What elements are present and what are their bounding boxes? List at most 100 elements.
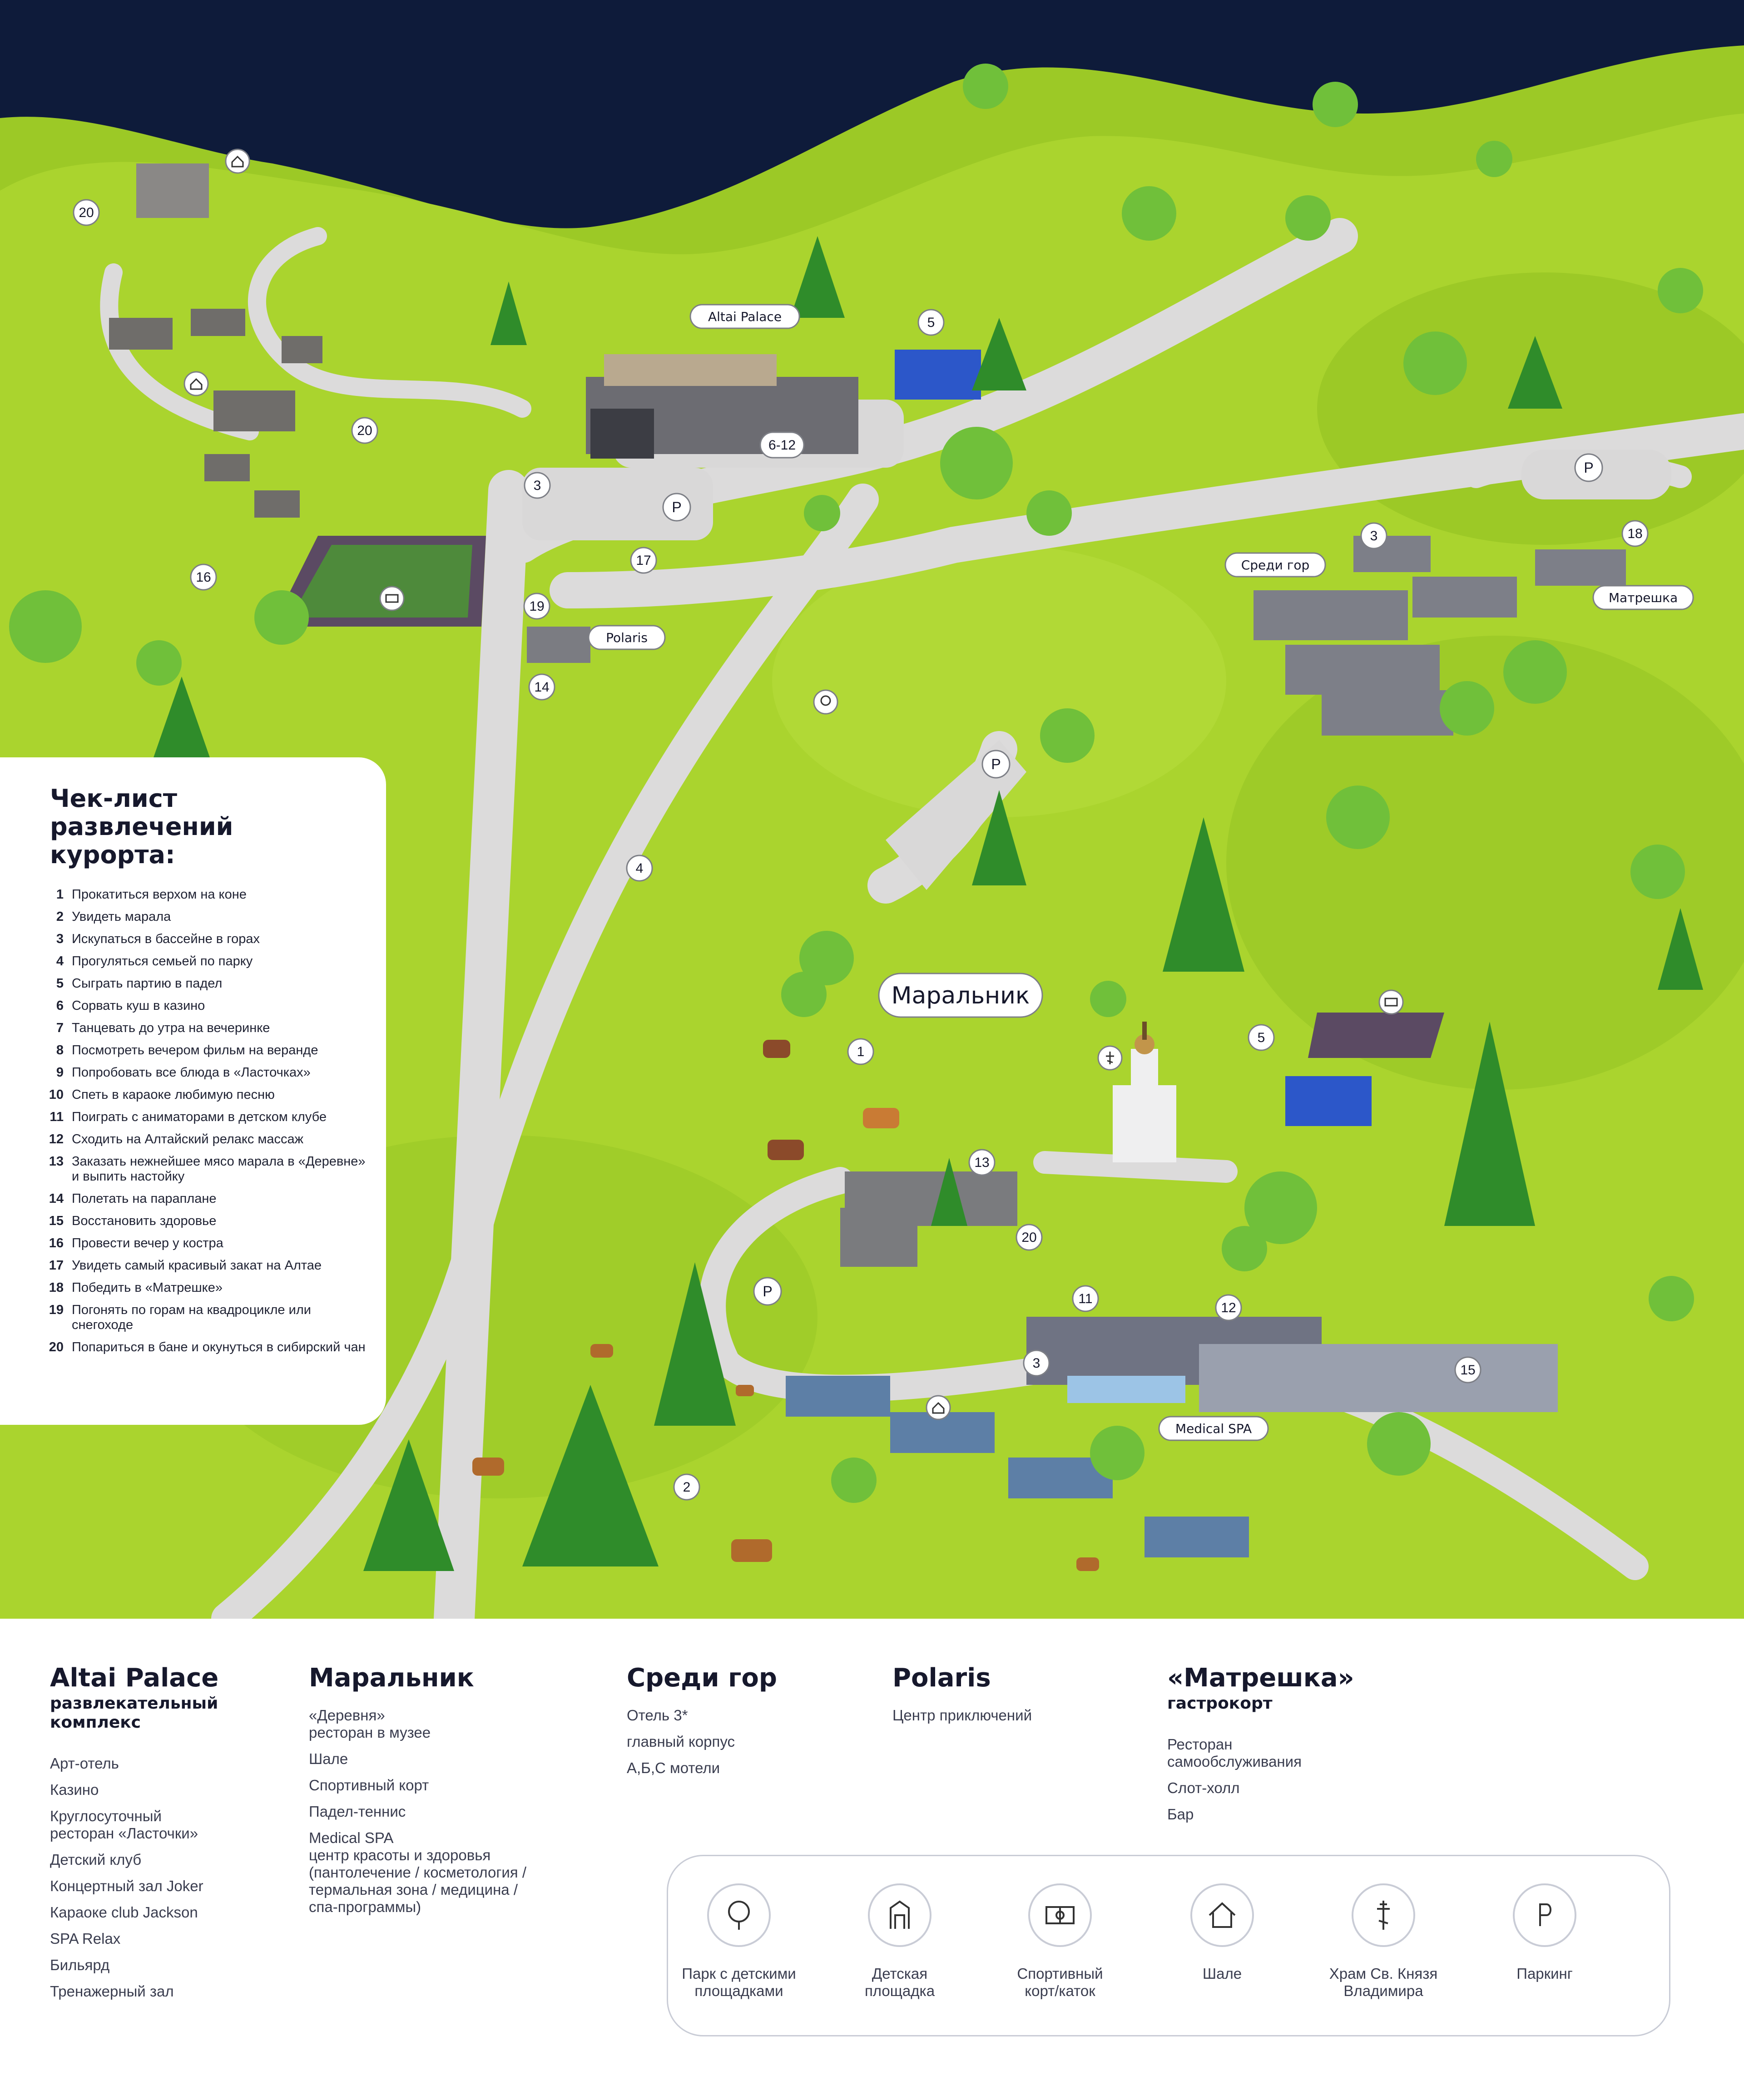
map-marker-20[interactable]: 20	[351, 417, 378, 444]
footer-column-item: Арт-отель	[50, 1755, 119, 1772]
parking-marker[interactable]: P	[1574, 453, 1603, 482]
parking-marker[interactable]: P	[662, 493, 691, 522]
map-marker-text: 2	[683, 1480, 691, 1495]
sports-court-icon[interactable]	[379, 586, 405, 611]
checklist-item-number: 14	[49, 1191, 64, 1206]
parking-marker-text: P	[763, 1283, 772, 1300]
map-marker-text: 18	[1627, 526, 1642, 541]
map-marker-20[interactable]: 20	[1016, 1224, 1043, 1251]
map-marker-4[interactable]: 4	[626, 855, 653, 882]
map-marker-5[interactable]: 5	[917, 309, 945, 336]
chalets	[786, 1376, 1249, 1557]
map-marker-20[interactable]: 20	[73, 199, 100, 226]
map-marker-text: 11	[1078, 1291, 1092, 1306]
label-medical-spa-text: Medical SPA	[1175, 1421, 1252, 1436]
map-marker-12[interactable]: 12	[1215, 1294, 1242, 1321]
checklist-item-number: 10	[49, 1087, 64, 1102]
map-marker-text: 16	[196, 570, 211, 585]
map-marker-18[interactable]: 18	[1621, 520, 1649, 547]
map-marker-14[interactable]: 14	[528, 673, 555, 701]
grass-patch	[772, 545, 1226, 817]
padel-court	[895, 350, 981, 400]
map-marker-13[interactable]: 13	[968, 1149, 996, 1176]
footer-column-list: Центр приключений	[892, 1707, 1032, 1724]
map-marker-text: 15	[1460, 1363, 1475, 1378]
parking-lot	[522, 468, 713, 540]
label-sredi-gor[interactable]: Среди гор	[1224, 552, 1326, 578]
map-marker-text: 20	[1021, 1230, 1036, 1245]
parking-marker[interactable]: P	[981, 750, 1011, 779]
map-marker-1[interactable]: 1	[847, 1038, 874, 1065]
footer-column-title: Среди гор	[627, 1663, 777, 1693]
playground-icon	[868, 1883, 931, 1947]
legend-item-text: Детская площадка	[864, 1965, 935, 1999]
football-field	[272, 536, 486, 627]
checklist-item-number: 19	[49, 1303, 64, 1317]
checklist-item-text: Танцевать до утра на вечеринке	[72, 1021, 270, 1035]
checklist-item-text: Восстановить здоровье	[72, 1214, 217, 1228]
chalet-icon[interactable]	[225, 148, 250, 174]
map-marker-17[interactable]: 17	[630, 547, 657, 574]
checklist-item-text: Увидеть самый красивый закат на Алтае	[72, 1258, 322, 1273]
legend-item: Парк с детскими площадками	[662, 1883, 816, 2000]
map-marker-3[interactable]: 3	[524, 472, 551, 499]
map-marker-6-12[interactable]: 6-12	[759, 431, 805, 459]
label-polaris[interactable]: Polaris	[588, 625, 666, 650]
footer-column-subtitle: гастрокорт	[1167, 1694, 1273, 1713]
map-marker-text: 20	[357, 423, 372, 438]
map-marker-15[interactable]: 15	[1454, 1356, 1481, 1384]
map-marker-text: 1	[857, 1044, 865, 1059]
parking-marker-text: P	[991, 756, 1001, 772]
checklist-item-number: 9	[56, 1065, 64, 1080]
footer-column-title: Polaris	[892, 1663, 991, 1693]
checklist-item-number: 3	[56, 932, 64, 946]
tree-icon	[707, 1883, 771, 1947]
checklist-item-number: 7	[56, 1021, 64, 1035]
pine-trees	[145, 236, 1703, 1571]
footer-column-item: Спортивный корт	[309, 1777, 429, 1794]
sports-court	[1308, 1013, 1444, 1058]
footer-column-title: Маральник	[309, 1663, 474, 1693]
tree-icon[interactable]	[813, 689, 838, 715]
label-maralnik[interactable]: Маральник	[878, 973, 1043, 1018]
legend-item: Спортивный корт/каток	[983, 1883, 1137, 2000]
label-medical-spa[interactable]: Medical SPA	[1158, 1416, 1269, 1441]
map-marker-5[interactable]: 5	[1248, 1024, 1275, 1051]
map-marker-11[interactable]: 11	[1072, 1285, 1099, 1312]
sports-court-icon[interactable]	[1378, 989, 1404, 1015]
label-matreshka[interactable]: Матрешка	[1592, 585, 1694, 610]
parking-icon	[1513, 1883, 1576, 1947]
horses	[763, 1040, 899, 1160]
map-marker-19[interactable]: 19	[523, 593, 550, 620]
sredi-gor-buildings	[1254, 536, 1626, 736]
map-marker-text: 13	[974, 1155, 989, 1170]
map-marker-text: 3	[1370, 529, 1378, 544]
orthodox-cross-icon[interactable]	[1097, 1045, 1123, 1071]
deciduous-trees	[9, 64, 1703, 1503]
parking-marker[interactable]: P	[753, 1277, 782, 1306]
chalet-icon	[1190, 1883, 1254, 1947]
map-marker-16[interactable]: 16	[190, 563, 217, 591]
map-marker-text: 14	[534, 680, 549, 695]
chalet-icon[interactable]	[183, 371, 209, 396]
church	[1113, 1022, 1176, 1162]
map-marker-2[interactable]: 2	[673, 1473, 700, 1501]
map-marker-3[interactable]: 3	[1360, 522, 1387, 549]
map-marker-3[interactable]: 3	[1023, 1349, 1050, 1377]
label-altai-palace[interactable]: Altai Palace	[689, 304, 800, 329]
chalet-icon[interactable]	[926, 1395, 951, 1420]
grass-patch	[1226, 636, 1744, 1090]
